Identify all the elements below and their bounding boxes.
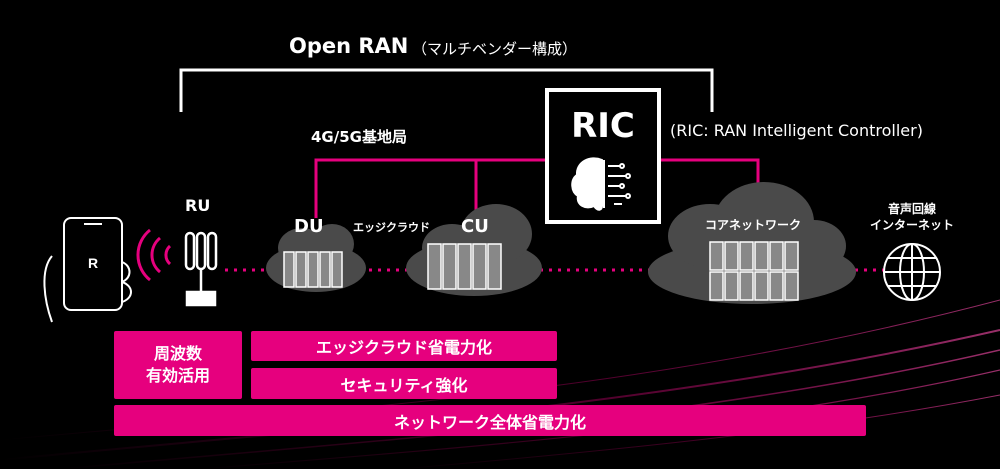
- frequency-bar-line2: 有効活用: [145, 366, 210, 385]
- du-server-rack-icon: [283, 251, 343, 288]
- edge-power-bar: エッジクラウド省電力化: [251, 331, 557, 361]
- signal-waves-icon: [136, 228, 172, 282]
- security-bar: セキュリティ強化: [251, 368, 557, 399]
- ric-label: RIC: [571, 106, 635, 146]
- core-network-label: コアネットワーク: [705, 218, 802, 232]
- ru-label: RU: [185, 196, 211, 215]
- globe-icon: [883, 243, 941, 301]
- open-ran-bracket: [179, 68, 714, 112]
- network-power-bar: ネットワーク全体省電力化: [114, 405, 866, 436]
- internet-label-line2: インターネット: [869, 218, 954, 232]
- cu-server-rack-icon: [427, 243, 502, 290]
- base-station-bracket: [314, 158, 478, 218]
- open-ran-title: Open RAN: [289, 34, 409, 58]
- open-ran-subtitle: （マルチベンダー構成）: [412, 40, 578, 58]
- edge-cloud-label: エッジクラウド: [353, 221, 430, 234]
- du-label: DU: [294, 216, 324, 237]
- cu-label: CU: [461, 216, 489, 237]
- svg-text:R: R: [88, 255, 98, 271]
- core-server-rack-icon: [709, 241, 799, 301]
- frequency-bar: 周波数 有効活用: [114, 331, 242, 399]
- ric-description: (RIC: RAN Intelligent Controller): [670, 121, 923, 140]
- frequency-bar-line1: 周波数: [153, 344, 202, 363]
- brain-icon: [571, 157, 631, 211]
- internet-label-line1: 音声回線: [887, 202, 936, 216]
- smartphone-hand-icon: R: [43, 217, 132, 323]
- antenna-icon: [184, 231, 218, 307]
- base-station-label: 4G/5G基地局: [311, 128, 407, 146]
